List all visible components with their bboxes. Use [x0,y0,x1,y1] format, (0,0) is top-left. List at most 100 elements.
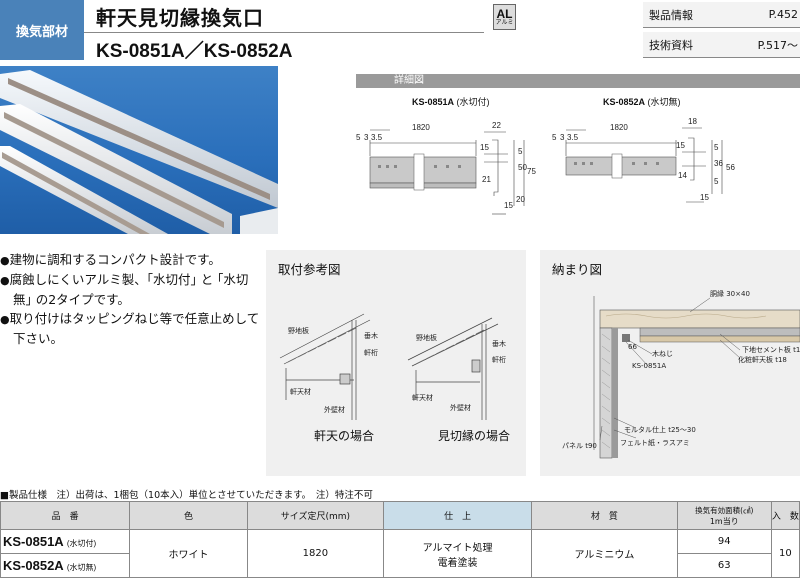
product-info-link[interactable]: 製品情報 P.452 [643,2,800,28]
title-divider [84,32,484,33]
install-caption-trim: 見切縁の場合 [438,428,510,443]
table-row: KS-0852A (水切無) 63 [0,553,800,578]
detail-type-0852: (水切無) [647,97,681,107]
row-material: アルミニウム [531,529,678,578]
product-info-page: P.452 [768,8,798,21]
spec-header-row: 品 番 色 サイズ定尺(mm) 仕 上 材 質 換気有効面積(㎠) 1m当り 入… [0,501,800,530]
d2-dim-15a: 15 [676,141,685,150]
row-model-type: (水切付) [66,539,97,548]
product-info-label: 製品情報 [649,8,693,22]
d2-dim-14: 14 [678,171,687,180]
row-area: 63 [676,553,772,578]
d1-dim-50: 50 [518,163,527,172]
d2-dim-56: 56 [726,163,735,172]
col-model: 品 番 [0,501,131,530]
d1-dim-21: 21 [482,175,491,184]
install-l-nojiita: 野地板 [288,326,309,335]
finish-label-kineji: 木ねじ [652,349,673,358]
finish-label-dobuchi: 胴縁 30×40 [710,289,750,298]
install-l-nokigeta: 軒桁 [364,348,378,357]
finish-label-felt: フェルト紙・ラスアミ [620,438,690,447]
finish-label-keshou: 化粧軒天板 t18 [738,355,787,364]
d2-dim-top: 18 [688,117,697,126]
aluminum-badge-label: アルミ [495,19,514,26]
product-models: KS-0851A／KS-0852A [96,41,293,62]
row-model-code: KS-0852A [3,558,64,573]
detail-model-0851: KS-0851A [412,97,455,107]
row-color: ホワイト [129,529,248,578]
d1-dim-15a: 15 [480,143,489,152]
finish-label-model: KS-0851A [632,362,666,370]
row-model: KS-0852A (水切無) [0,553,131,578]
col-area: 換気有効面積(㎠) 1m当り [676,501,772,530]
install-diagrams: 野地板 垂木 軒桁 軒天材 外壁材 軒天の場合 野地板 垂木 軒桁 軒天材 外壁… [279,313,510,443]
aluminum-badge: AL アルミ [493,4,516,30]
install-r-taruki: 垂木 [492,339,506,348]
d2-dim-5: 5 [552,133,557,142]
d2-dim-3: 3 [560,133,565,142]
d1-dim-20: 20 [516,195,525,204]
feature-item: 建物に調和するコンパクト設計です。 [0,250,262,270]
row-model-type: (水切無) [66,563,97,572]
d1-dim-3-5: 3.5 [371,133,383,142]
install-title: 取付参考図 [278,262,341,277]
row-model: KS-0851A (水切付) [0,529,131,554]
aluminum-badge-symbol: AL [496,7,513,21]
finish-label-66: 66 [628,343,637,351]
finish-label-mortar: モルタル仕上 t25〜30 [624,425,696,434]
col-area-label: 換気有効面積(㎠) [695,505,754,515]
detail-drawings: 5 3 3.5 1820 22 15 5 50 75 21 20 15 5 3 … [356,117,735,215]
spec-table: 品 番 色 サイズ定尺(mm) 仕 上 材 質 換気有効面積(㎠) 1m当り 入… [0,501,800,578]
finish-label-cement: 下地セメント板 t12 [742,345,800,354]
detail-model-0852: KS-0852A [603,97,646,107]
install-r-nokiten: 軒天材 [412,393,433,402]
table-row: KS-0851A (水切付) ホワイト 1820 アルマイト処理 電着塗装 アル… [0,529,800,578]
install-r-gaiheki: 外壁材 [450,403,471,412]
detail-type-0851: (水切付) [456,97,490,107]
feature-item: 腐蝕しにくいアルミ製、｢水切付｣ と ｢水切無｣ の2タイプです。 [0,270,262,309]
col-material: 材 質 [531,501,678,530]
d1-dim-75: 75 [527,167,536,176]
feature-list: 建物に調和するコンパクト設計です。 腐蝕しにくいアルミ製、｢水切付｣ と ｢水切… [0,250,262,348]
feature-item: 取り付けはタッピングねじ等で任意止めして下さい。 [0,309,262,348]
col-finish: 仕 上 [383,501,533,530]
d1-length: 1820 [412,123,430,132]
d1-dim-5: 5 [518,147,523,156]
d1-dim-top: 22 [492,121,501,130]
col-color: 色 [129,501,248,530]
install-l-gaiheki: 外壁材 [324,405,345,414]
detail-heading: 詳細図 [356,74,800,88]
product-title: 軒天見切縁換気口 [96,6,264,30]
d2-dim-36: 36 [714,159,723,168]
d1-dim-3: 3 [364,133,369,142]
product-photo [0,66,278,234]
detail-title-0851: KS-0851A (水切付) [412,95,490,108]
install-l-taruki: 垂木 [364,331,378,340]
technical-data-link[interactable]: 技術資料 P.517〜 [643,32,800,58]
row-size: 1820 [246,529,385,578]
d2-dim-5: 5 [714,143,719,152]
row-area: 94 [676,529,772,554]
d1-dim-15b: 15 [504,201,513,210]
d1-dim-5: 5 [356,133,361,142]
reference-box: 製品情報 P.452 技術資料 P.517〜 [643,2,800,58]
d2-dim-15b: 15 [700,193,709,202]
detail-title-0852: KS-0852A (水切無) [603,95,681,108]
row-finish-line: アルマイト処理 [422,542,493,554]
d2-length: 1820 [610,123,628,132]
col-qty: 入 数 [770,501,800,530]
row-model-code: KS-0851A [3,534,64,549]
col-size: サイズ定尺(mm) [246,501,385,530]
row-finish-line: 電着塗装 [437,557,478,569]
d2-dim-5b: 5 [714,177,719,186]
spec-title: ■製品仕様 注）出荷は、1梱包（10本入）単位とさせていただきます。 注）特注不… [0,490,373,501]
technical-data-page: P.517〜 [757,38,798,52]
install-reference-panel: 取付参考図 野地板 垂木 軒桁 軒天材 外壁材 軒天の場合 [266,250,526,476]
finish-panel: 納まり図 胴縁 30×40 下地セメント板 t12 化粧軒天板 t18 木ねじ … [540,250,800,476]
row-finish: アルマイト処理 電着塗装 [383,529,533,578]
vent-strips-illustration [0,70,278,234]
row-qty: 10 [770,529,800,578]
col-area-sub: 1m当り [709,516,739,526]
install-l-nokiten: 軒天材 [290,387,311,396]
finish-title: 納まり図 [552,262,603,277]
